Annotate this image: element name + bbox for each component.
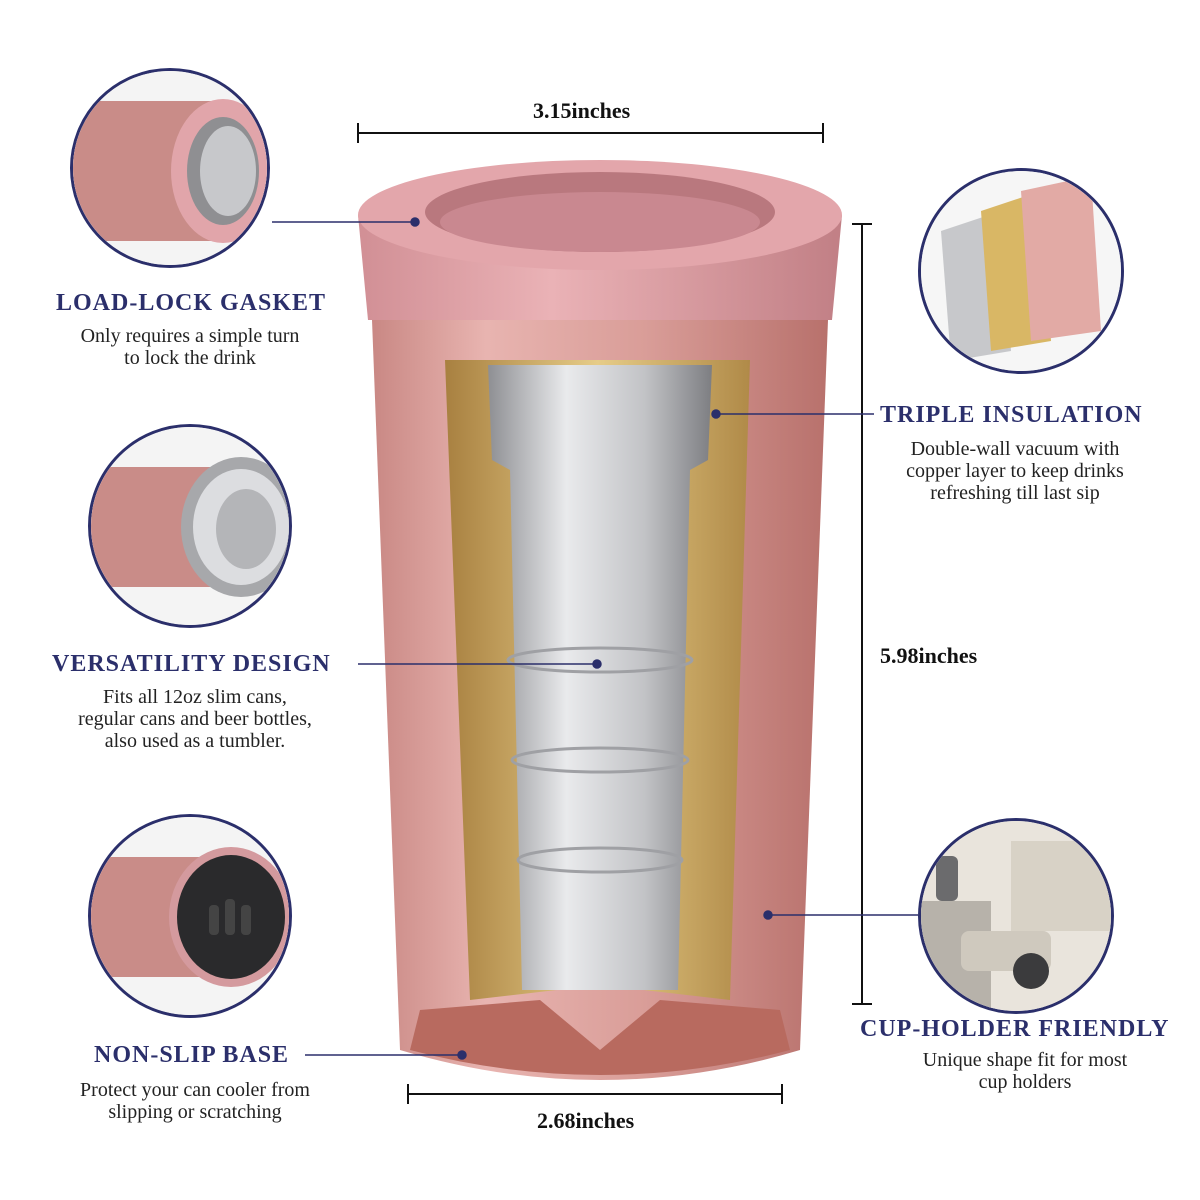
dimension-bottom (407, 1084, 783, 1104)
insulation-title: TRIPLE INSULATION (880, 402, 1143, 428)
insulation-description: Double-wall vacuum with copper layer to … (906, 438, 1124, 504)
cupholder-title: CUP-HOLDER FRIENDLY (860, 1016, 1170, 1042)
base-description: Protect your can cooler from slipping or… (80, 1079, 310, 1123)
gasket-detail-image (70, 68, 270, 268)
insulation-detail-image (918, 168, 1124, 374)
dimension-top (357, 123, 824, 143)
versatility-description: Fits all 12oz slim cans, regular cans an… (78, 686, 312, 752)
dimension-bottom-label: 2.68inches (537, 1108, 635, 1133)
base-title: NON-SLIP BASE (94, 1042, 290, 1068)
gasket-title: LOAD-LOCK GASKET (56, 290, 327, 316)
cupholder-description: Unique shape fit for most cup holders (922, 1049, 1128, 1093)
gasket-description: Only requires a simple turn to lock the … (80, 325, 300, 369)
versatility-detail-image (88, 424, 292, 628)
cupholder-detail-image (918, 818, 1114, 1014)
stainless-inner-wall (488, 365, 712, 990)
base-detail-image (88, 814, 292, 1018)
dimension-height-label: 5.98inches (880, 643, 978, 668)
dimension-top-label: 3.15inches (533, 98, 631, 123)
base-cutaway (410, 1000, 790, 1075)
versatility-title: VERSATILITY DESIGN (52, 651, 331, 677)
dimension-height (852, 223, 872, 1005)
